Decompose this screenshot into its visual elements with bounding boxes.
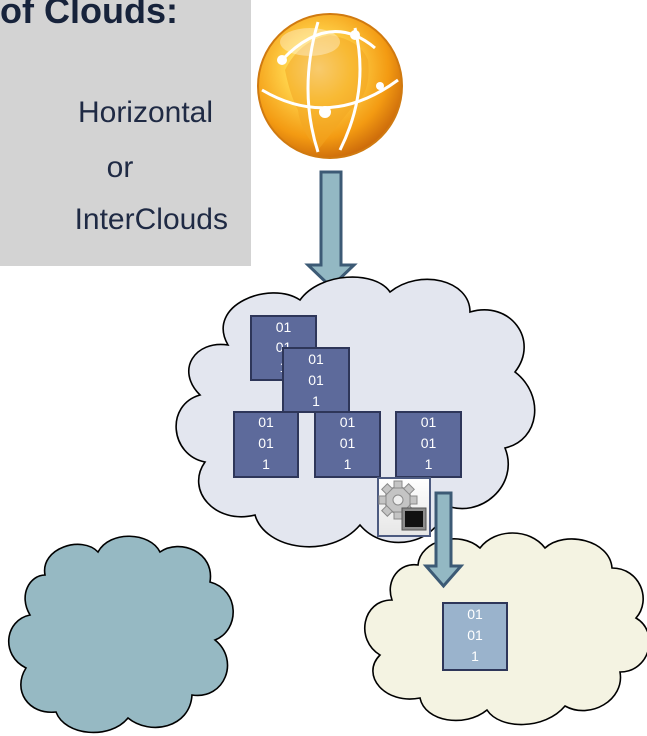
block-migrated-line3: 1: [471, 648, 479, 664]
block-row-right-line2: 01: [421, 435, 437, 451]
gear-terminal-icon: [377, 477, 431, 537]
block-stack-line2: 01: [308, 372, 324, 388]
block-migrated-line1: 01: [467, 606, 483, 622]
globe-icon: [257, 13, 403, 159]
title-fragment: of Clouds:: [0, 0, 178, 31]
block-row-mid-line3: 1: [344, 456, 352, 472]
block-stack-line3: 1: [312, 393, 320, 409]
left-cloud: [8, 535, 234, 734]
block-migrated: 01 01 1: [442, 602, 508, 671]
block-top-left-line1: 01: [276, 319, 292, 335]
block-row-mid: 01 01 1: [314, 411, 381, 478]
block-row-right-line3: 1: [425, 456, 433, 472]
block-migrated-line2: 01: [467, 627, 483, 643]
block-row-left-line3: 1: [262, 456, 270, 472]
block-row-right-line1: 01: [421, 414, 437, 430]
block-row-mid-line2: 01: [340, 435, 356, 451]
block-row-right: 01 01 1: [395, 411, 462, 478]
info-line-horizontal: Horizontal: [77, 96, 214, 129]
block-stack-line1: 01: [308, 351, 324, 367]
arrow-cloud-to-right-cloud: [422, 491, 465, 589]
info-box: of Clouds: Horizontal or InterClouds: [0, 0, 251, 266]
block-row-left-line1: 01: [258, 414, 274, 430]
arrow-globe-to-cloud: [304, 170, 358, 290]
block-row-mid-line1: 01: [340, 414, 356, 430]
block-stack: 01 01 1: [282, 347, 350, 413]
block-row-left-line2: 01: [258, 435, 274, 451]
info-line-interclouds: InterClouds: [74, 203, 228, 236]
info-line-or: or: [106, 151, 134, 184]
block-row-left: 01 01 1: [233, 411, 299, 478]
